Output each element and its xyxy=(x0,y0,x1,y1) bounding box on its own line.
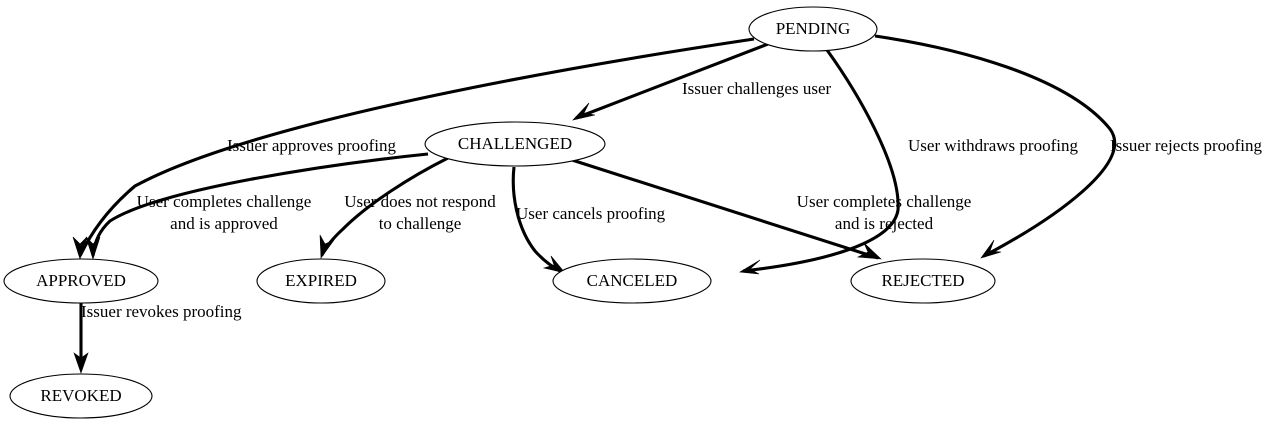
edge-pending-canceled: User withdraws proofing xyxy=(739,49,1078,275)
node-shape[interactable] xyxy=(424,121,606,167)
node-shape[interactable] xyxy=(3,258,159,304)
node-label: PENDING xyxy=(776,19,851,38)
node-challenged[interactable]: CHALLENGED xyxy=(424,121,606,167)
edge-label: User withdraws proofing xyxy=(908,136,1078,155)
edge-label: Issuer challenges user xyxy=(682,79,832,98)
node-label: REVOKED xyxy=(40,386,121,405)
edge-line xyxy=(78,37,755,257)
node-shape[interactable] xyxy=(9,373,153,419)
node-canceled[interactable]: CANCELED xyxy=(552,258,712,304)
arrowhead-icon xyxy=(572,102,596,121)
edge-approved-revoked: Issuer revokes proofing xyxy=(73,302,242,374)
edge-line xyxy=(742,49,900,273)
arrowhead-icon xyxy=(739,259,761,275)
edge-challenged-canceled: User cancels proofing xyxy=(511,166,666,274)
node-label: CHALLENGED xyxy=(458,134,572,153)
arrowhead-icon xyxy=(73,352,89,374)
node-label: APPROVED xyxy=(36,271,126,290)
edge-pending-challenged: Issuer challenges user xyxy=(572,42,832,121)
edge-pending-approved: Issuer approves proofing xyxy=(72,37,755,260)
arrowhead-icon xyxy=(72,236,88,260)
node-revoked[interactable]: REVOKED xyxy=(9,373,153,419)
node-pending[interactable]: PENDING xyxy=(748,6,878,52)
node-shape[interactable] xyxy=(850,258,996,304)
node-shape[interactable] xyxy=(552,258,712,304)
node-expired[interactable]: EXPIRED xyxy=(256,258,386,304)
node-label: REJECTED xyxy=(881,271,964,290)
arrowhead-icon xyxy=(85,236,101,260)
node-shape[interactable] xyxy=(748,6,878,52)
edge-pending-rejected: Issuer rejects proofing xyxy=(874,34,1263,259)
edge-label: Issuer approves proofing xyxy=(227,136,397,155)
node-rejected[interactable]: REJECTED xyxy=(850,258,996,304)
nodes-layer: PENDING CHALLENGED APPROVED EXPIRED CANCELED… xyxy=(3,6,996,419)
edge-label: User cancels proofing xyxy=(516,204,666,223)
edge-line xyxy=(571,158,879,260)
edge-line xyxy=(91,152,429,257)
arrowhead-icon xyxy=(542,255,566,274)
arrowhead-icon xyxy=(856,242,882,260)
node-label: CANCELED xyxy=(587,271,678,290)
edges-layer: Issuer approves proofing Issuer challenge… xyxy=(72,34,1263,374)
node-shape[interactable] xyxy=(256,258,386,304)
arrowhead-icon xyxy=(319,234,335,259)
edge-line xyxy=(575,42,769,120)
edge-label: Issuer rejects proofing xyxy=(1110,136,1263,155)
arrowhead-icon xyxy=(980,239,1002,259)
node-label: EXPIRED xyxy=(285,271,357,290)
node-approved[interactable]: APPROVED xyxy=(3,258,159,304)
edge-label: Issuer revokes proofing xyxy=(81,302,242,321)
edge-line xyxy=(874,34,1117,258)
